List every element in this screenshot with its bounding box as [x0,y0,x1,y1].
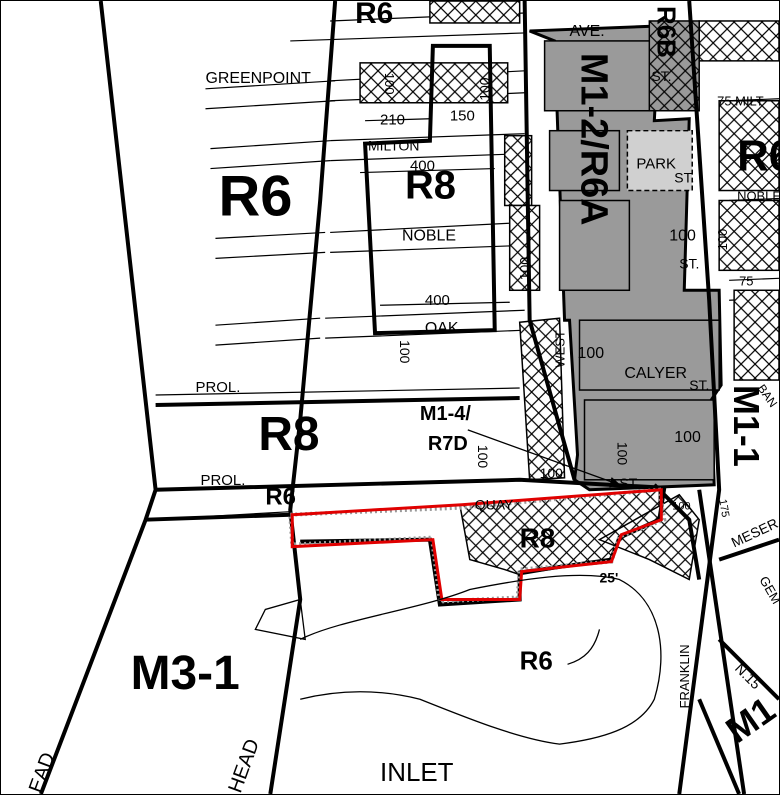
leader-arrows [467,429,621,665]
zone-r6-partial-top: R6 [355,1,393,30]
street-calyer: CALYER [624,365,687,382]
zone-r6-strip: R6 [265,484,296,511]
hatch-block-right-top [698,20,779,62]
label-inlet: INLET [380,759,454,787]
street-oak-right: 75 [739,273,753,288]
dimension-100-d: 100 [397,340,413,364]
zone-r6-main: R6 [218,164,292,228]
zone-r8-quay: R8 [520,523,556,554]
zone-r7d-line2: R7D [428,433,468,455]
dimension-100-k: 100 [672,501,690,513]
park-block [626,129,693,192]
street-oak: OAK [425,320,459,337]
dimension-175: 175 [716,498,731,518]
zone-r-partial-right: R6 [737,132,779,181]
street-st-5: ST. [619,475,639,491]
dimension-400-top: 400 [410,158,435,175]
hatch-block-west [518,317,566,481]
dimension-100-e: 100 [669,227,696,244]
dimension-150: 150 [450,108,475,125]
zone-labels: R6 R8 R8 R8 M1-2/R6A R6B M1-4/ R7D R6 R6… [131,1,779,751]
street-milton-right: 75 MILT [717,94,764,109]
hatch-block-right-mid [718,100,779,192]
street-prol-upper: PROL. [196,379,241,396]
dimension-25: 25' [599,570,618,586]
zone-m-partial-bottom: M1 [719,689,779,750]
dimension-100-j: 100 [614,442,630,466]
dimension-400-bottom: 400 [425,292,450,309]
hatch-block-top [429,1,521,24]
dimension-100-a: 100 [382,73,397,95]
district-boundaries [39,1,779,794]
dimension-100-l: 100 [715,229,730,251]
dimension-100-h: 100 [475,445,491,469]
zone-m1-1: M1-1 [726,385,766,467]
street-greenpoint: GREENPOINT [205,70,311,87]
hatch-block-oak [508,204,541,292]
zone-r6-south: R6 [520,647,553,675]
inlet-shoreline [254,574,662,745]
street-st-3: ST. [679,255,699,271]
rezoning-boundary [290,488,663,601]
dimension-100-b: 100 [477,77,493,101]
street-head-left: EAD [25,750,60,794]
dimension-100-g: 100 [674,429,701,446]
dimension-100-c: 100 [517,257,533,281]
zone-r6b: R6B [651,6,679,58]
street-prol-lower: PROL. [200,472,245,489]
dimension-100-f: 100 [578,345,605,362]
zone-r8-lower: R8 [258,408,319,461]
street-noble: NOBLE [402,227,456,244]
street-st-2: ST. [674,170,694,186]
zone-m3-1: M3-1 [131,647,240,700]
street-n15: N.15 [732,660,764,692]
street-st-1: ST. [651,68,671,84]
street-ave: AVE. [570,23,605,40]
hatch-block-right-oak [733,289,779,381]
zone-m1-2-r6a: M1-2/R6A [573,53,615,226]
street-park: PARK [636,156,676,173]
highlight-area [288,487,667,604]
street-meserole: MESER [729,515,779,550]
street-west: WEST [553,330,568,368]
street-milton: MILTON [368,138,419,154]
street-labels: GREENPOINT AVE. MILTON 75 MILT NOBLE NOB… [25,23,779,794]
hatch-block-right-noble [718,199,779,272]
street-franklin: FRANKLIN [677,644,692,708]
street-head-right: HEAD [224,736,264,794]
street-quay: QUAY [475,497,514,513]
m1-2-r6a-district [529,20,723,492]
dimension-210: 210 [380,112,405,129]
zone-m1-4-line1: M1-4/ [420,403,471,425]
dimension-100-i: 100 [540,465,564,481]
dimension-labels: 210 150 400 400 100 100 100 100 100 100 … [360,73,731,586]
street-gem: GEM [756,574,779,607]
street-st-4: ST. [689,377,709,393]
street-noble-right: NOBLE [737,189,779,204]
